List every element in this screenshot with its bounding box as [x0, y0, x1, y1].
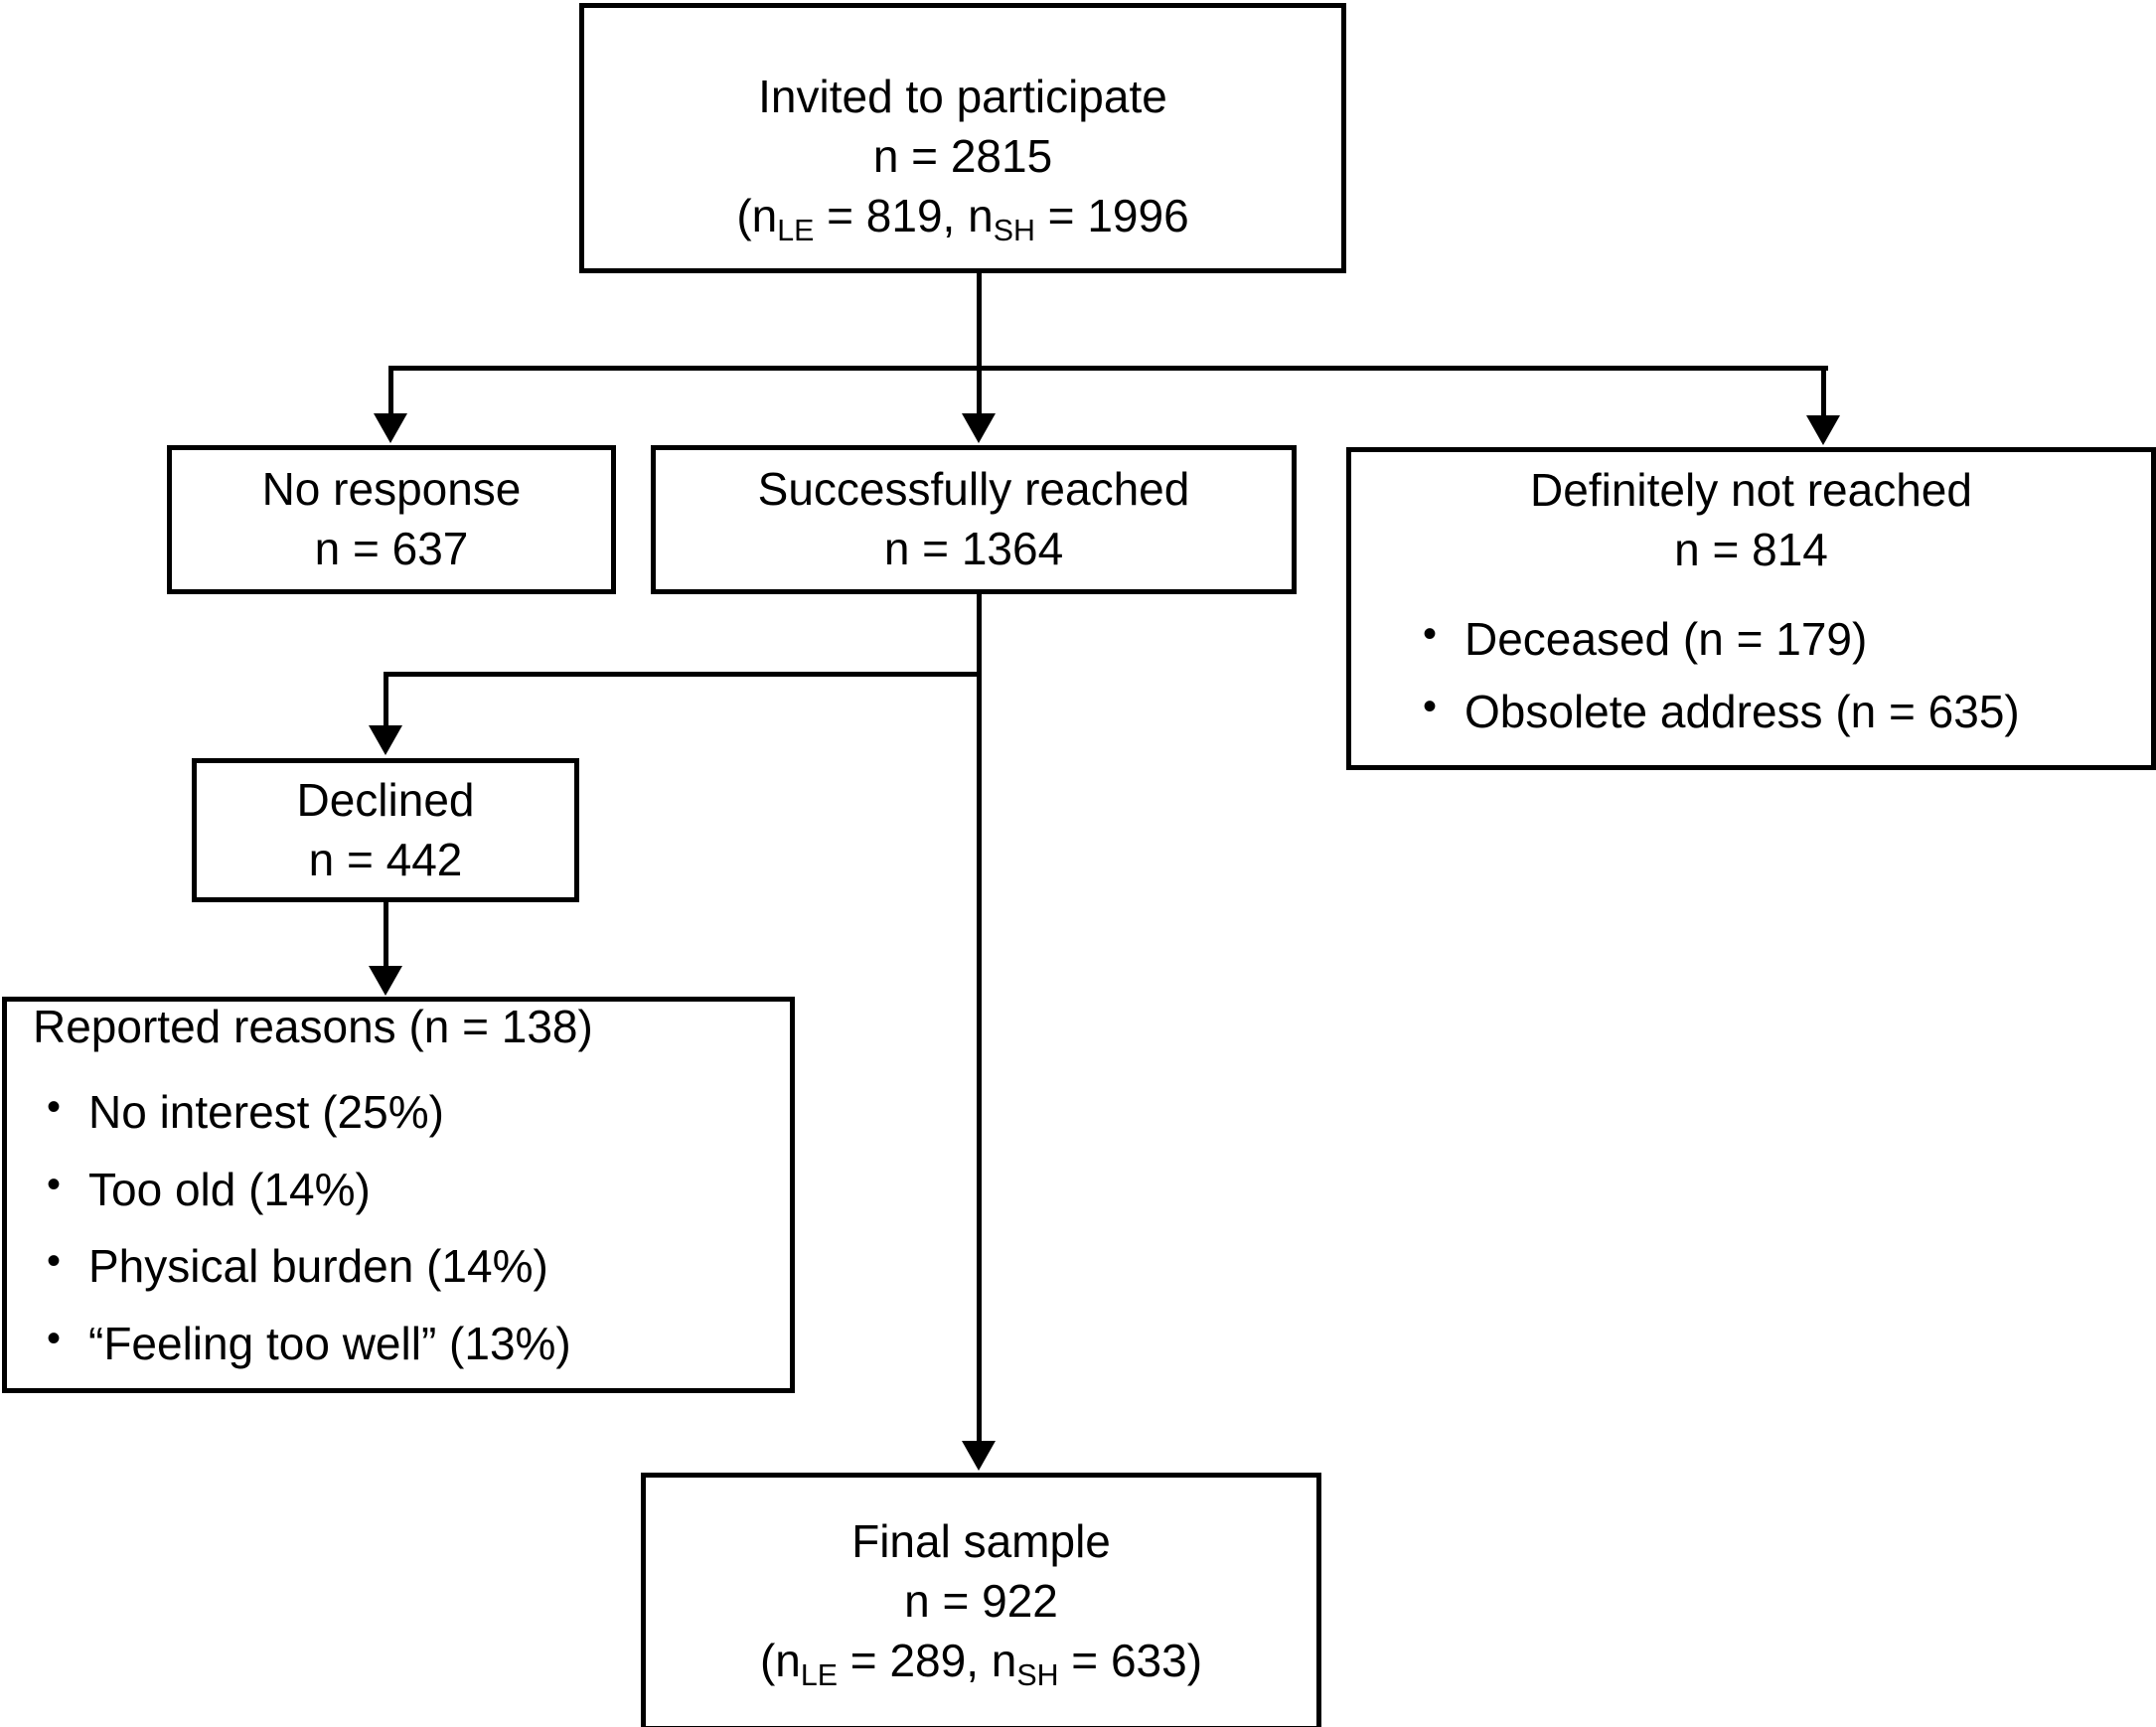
- node-not-reached-count: n = 814: [1674, 523, 1828, 575]
- connector-distributor-row2: [388, 366, 1828, 371]
- list-item: No interest (25%): [33, 1081, 790, 1143]
- list-item: Obsolete address (n = 635): [1409, 681, 2151, 742]
- node-final-sample: Final sample n = 922 (nLE = 289, nSH = 6…: [641, 1473, 1321, 1727]
- arrowhead-not-reached: [1806, 415, 1840, 445]
- node-final-breakdown-prefix: (n: [759, 1634, 801, 1686]
- connector-reached-to-declined: [384, 672, 982, 677]
- arrowhead-reasons: [369, 966, 402, 996]
- arrowhead-no-response: [374, 413, 407, 443]
- list-item: Physical burden (14%): [33, 1235, 790, 1297]
- node-final-count: n = 922: [904, 1575, 1058, 1628]
- node-final-breakdown-sub-sh: SH: [1016, 1658, 1059, 1692]
- node-reported-reasons: Reported reasons (n = 138) No interest (…: [2, 997, 795, 1393]
- node-invited-breakdown-prefix: (n: [736, 189, 778, 241]
- node-not-reached-label: Definitely not reached: [1530, 463, 1972, 516]
- node-final-label: Final sample: [851, 1515, 1111, 1568]
- arrowhead-reached: [962, 413, 996, 443]
- node-successfully-reached: Successfully reached n = 1364: [651, 445, 1297, 594]
- node-invited-breakdown-mid: = 819, n: [814, 189, 994, 241]
- arrowhead-declined: [369, 725, 402, 755]
- node-no-response: No response n = 637: [167, 445, 616, 594]
- connector-to-no-response: [388, 366, 393, 415]
- node-invited-count: n = 2815: [872, 130, 1053, 183]
- list-item: Deceased (n = 179): [1409, 608, 2151, 670]
- node-final-breakdown: (nLE = 289, nSH = 633): [759, 1632, 1203, 1692]
- node-final-breakdown-sub-le: LE: [800, 1658, 839, 1692]
- node-reached-label: Successfully reached: [757, 463, 1190, 516]
- arrowhead-final-sample: [962, 1441, 996, 1471]
- node-reasons-heading: Reported reasons (n = 138): [33, 1001, 593, 1053]
- node-invited-breakdown: (nLE = 819, nSH = 1996: [736, 187, 1189, 247]
- connector-declined-to-reasons: [384, 902, 388, 968]
- connector-invited-down: [977, 273, 982, 371]
- connector-declined-drop: [384, 672, 388, 727]
- node-declined-count: n = 442: [308, 833, 463, 885]
- node-final-breakdown-mid: = 289, n: [838, 1634, 1017, 1686]
- node-definitely-not-reached: Definitely not reached n = 814 Deceased …: [1346, 447, 2156, 770]
- list-item: “Feeling too well” (13%): [33, 1313, 790, 1374]
- node-invited-breakdown-sub-le: LE: [777, 214, 815, 247]
- node-no-response-label: No response: [261, 463, 522, 516]
- node-no-response-count: n = 637: [314, 523, 469, 574]
- list-item: Too old (14%): [33, 1159, 790, 1220]
- connector-reached-spine: [977, 594, 982, 1443]
- node-declined-label: Declined: [296, 773, 475, 826]
- node-invited-breakdown-sub-sh: SH: [993, 214, 1035, 247]
- connector-to-reached: [977, 366, 982, 415]
- node-invited-breakdown-suffix: = 1996: [1034, 189, 1189, 241]
- node-invited-to-participate: Invited to participate n = 2815 (nLE = 8…: [579, 3, 1346, 273]
- node-not-reached-bullets: Deceased (n = 179) Obsolete address (n =…: [1351, 608, 2151, 743]
- node-reached-count: n = 1364: [883, 523, 1064, 574]
- connector-to-not-reached: [1821, 366, 1826, 417]
- node-final-breakdown-suffix: = 633): [1058, 1634, 1203, 1686]
- node-invited-label: Invited to participate: [758, 71, 1167, 123]
- node-reasons-bullets: No interest (25%) Too old (14%) Physical…: [33, 1081, 790, 1374]
- node-declined: Declined n = 442: [192, 758, 579, 902]
